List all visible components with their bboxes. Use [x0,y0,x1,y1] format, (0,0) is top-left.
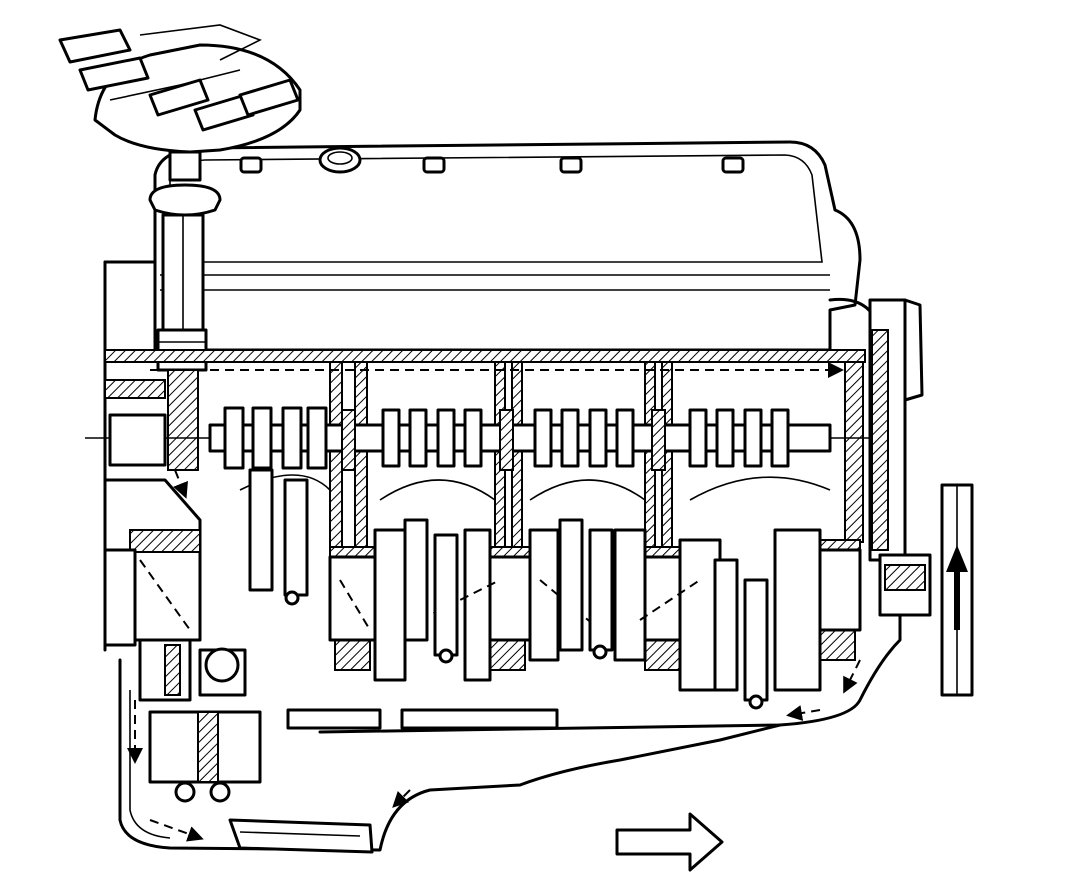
oil-return-arrows [173,469,861,808]
distributor [58,24,302,471]
oil-pan-baffle [286,708,559,730]
arrow-right-outline-icon [615,812,724,872]
valve-cover [153,140,862,352]
arrow-up-icon [946,545,968,630]
crankcase [103,474,831,697]
crank-pulley [940,483,974,697]
connecting-rods [248,468,769,710]
timing-cover [868,298,932,617]
oil-pump [127,638,262,842]
oil-filler-cap [318,146,362,174]
camshaft [85,406,880,471]
main-bearings [329,539,861,671]
crankshaft [328,528,862,692]
valve-cover-bolts [239,156,745,174]
